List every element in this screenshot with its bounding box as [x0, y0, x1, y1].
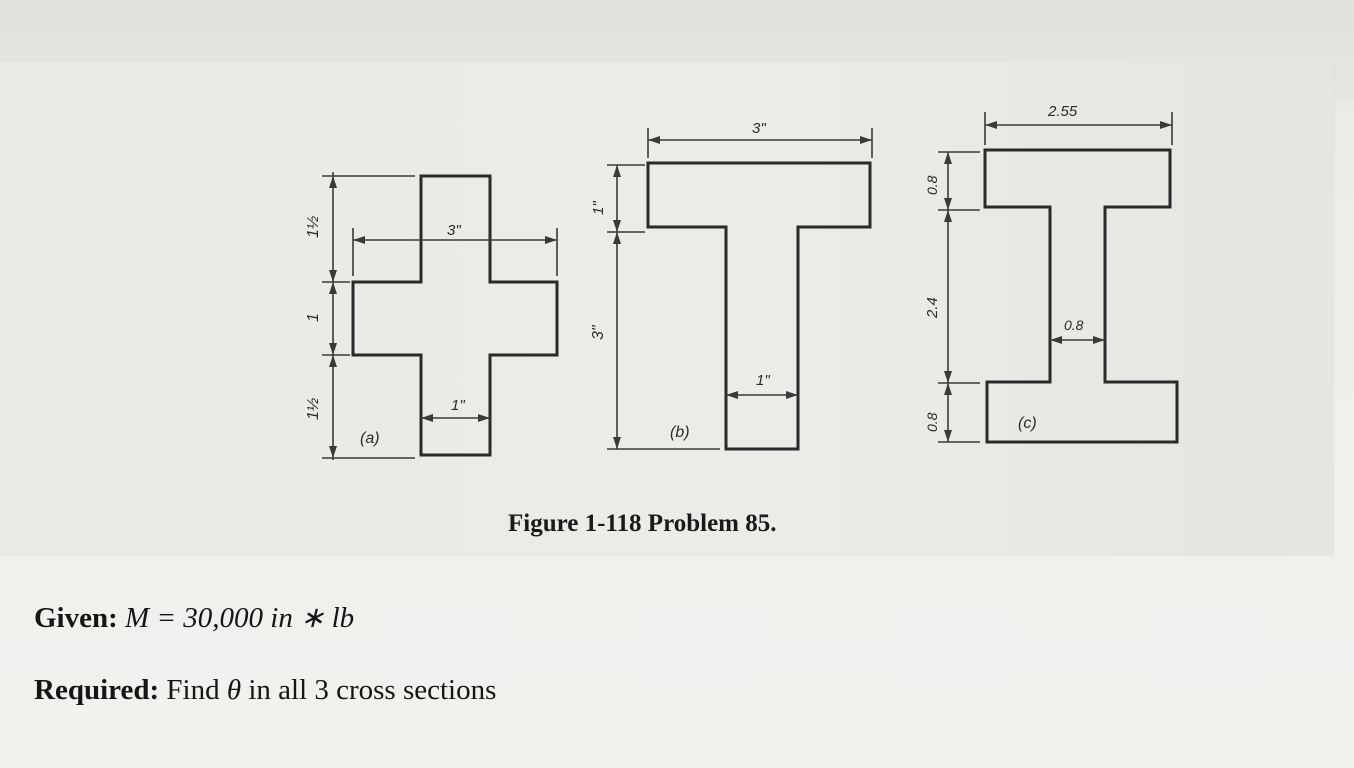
theta-symbol: θ — [226, 674, 242, 706]
i-section-c — [983, 148, 1179, 444]
dim-c-web-height: 2.4 — [924, 297, 941, 319]
dim-b-flange: 1" — [590, 201, 607, 215]
required-line: Required: Find θ in all 3 cross sections — [34, 674, 496, 707]
dim-b-stem: 1" — [756, 372, 770, 389]
dim-a-mid: 1 — [305, 313, 322, 322]
t-section-b — [646, 161, 872, 451]
dim-a-bottom: 1½ — [305, 398, 322, 420]
given-label: Given: — [34, 602, 118, 634]
dim-c-bottom: 0.8 — [924, 412, 940, 432]
required-label: Required: — [34, 674, 160, 706]
cross-section-a — [351, 174, 559, 457]
given-units: in ∗ lb — [270, 602, 355, 634]
dim-a-width: 3" — [447, 222, 461, 239]
dim-b-width: 3" — [752, 120, 766, 137]
required-text-after: in all 3 cross sections — [248, 674, 497, 706]
required-text-before: Find — [166, 674, 220, 706]
dim-c-width: 2.55 — [1047, 103, 1078, 120]
label-c: (c) — [1018, 415, 1037, 432]
dim-c-web: 0.8 — [1064, 317, 1084, 333]
dim-b-height: 3" — [590, 324, 607, 340]
given-line: Given: M = 30,000 in ∗ lb — [34, 600, 354, 635]
figure-sheet — [0, 62, 1334, 554]
label-a: (a) — [360, 430, 380, 447]
dim-a-top: 1½ — [305, 216, 322, 238]
dim-c-top: 0.8 — [924, 175, 940, 195]
given-expression: M = 30,000 — [125, 602, 264, 634]
label-b: (b) — [670, 424, 690, 441]
figure-caption: Figure 1-118 Problem 85. — [508, 510, 777, 537]
dim-a-stem: 1" — [451, 397, 465, 414]
